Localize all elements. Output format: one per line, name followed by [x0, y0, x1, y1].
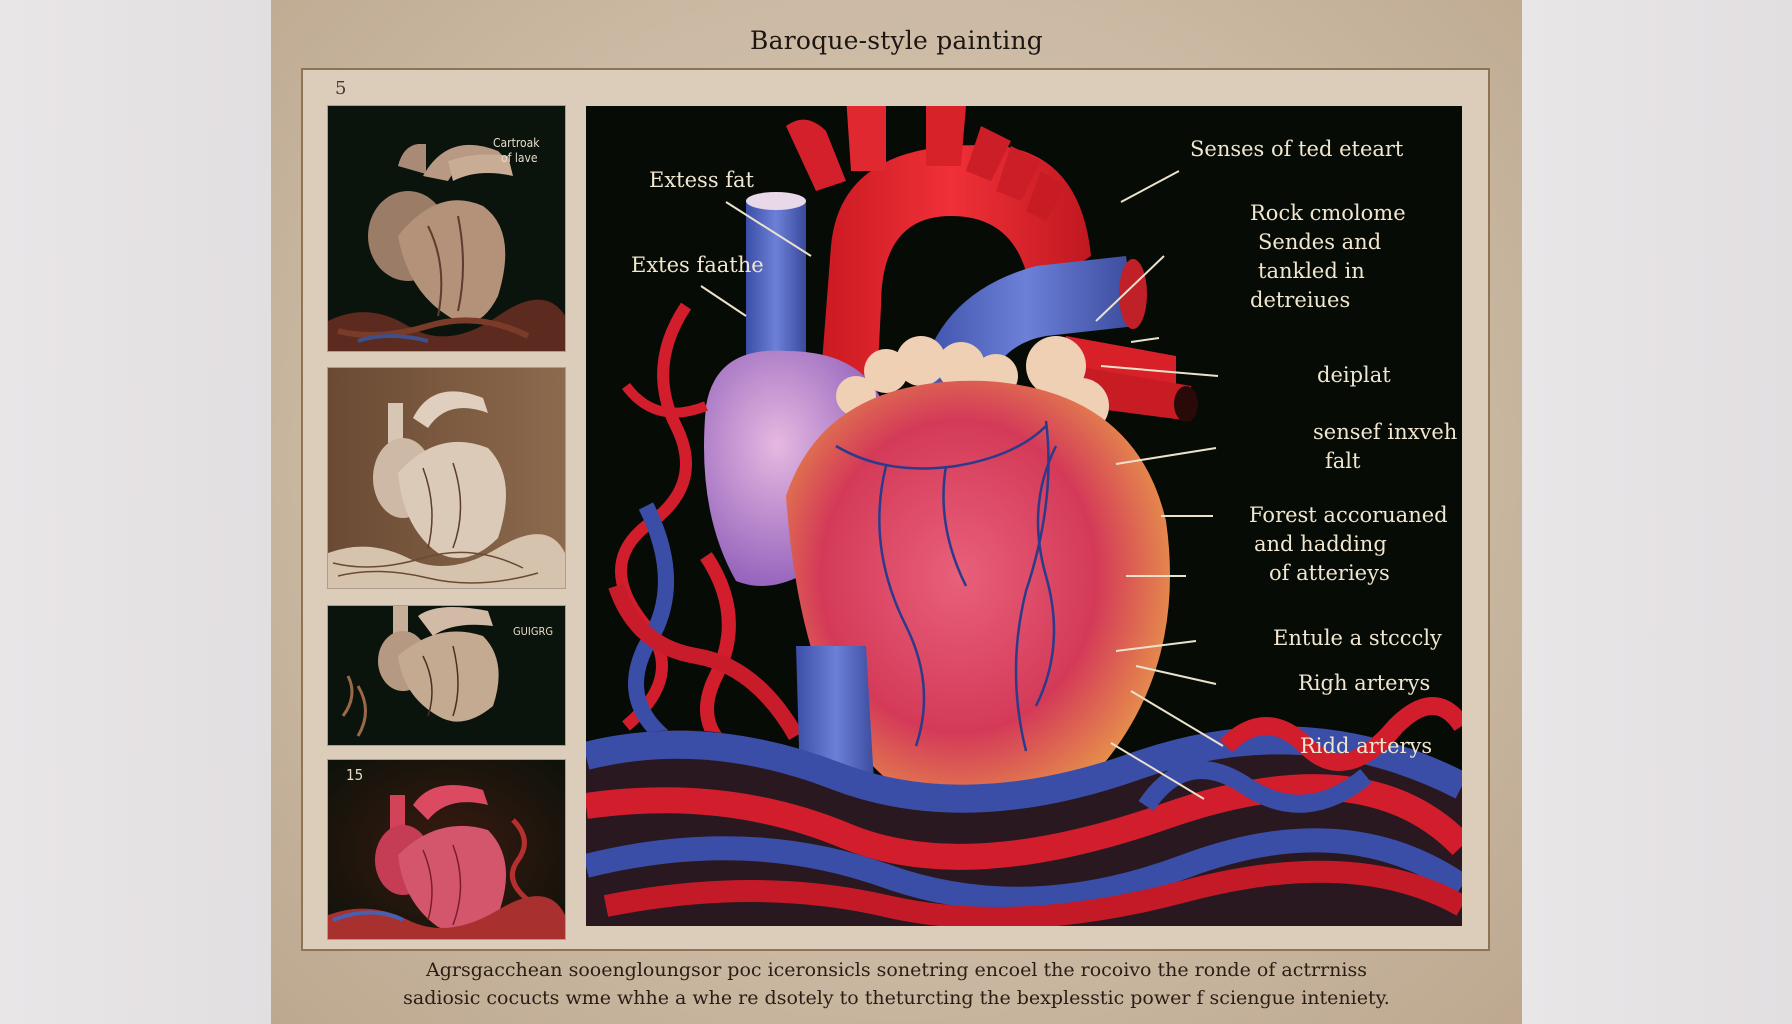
poster-sheet: Baroque-style painting 5 Cartroak of lav… [271, 0, 1522, 1024]
caption: Agrsgacchean sooengloungsor poc iceronsi… [271, 956, 1522, 1012]
thumbnail-1-label: Cartroak of lave [493, 136, 540, 165]
page-title: Baroque-style painting [750, 26, 1043, 55]
outer-background-left [0, 0, 271, 1024]
thumbnail-3-label: GUIGRG [513, 625, 554, 638]
callout-sensef-inxveh: sensef inxveh falt [1313, 420, 1458, 473]
callout-extess-fat: Extess fat [649, 168, 754, 192]
heart-engraving-icon [328, 368, 565, 588]
frame-mark: 5 [335, 78, 347, 99]
callout-entule-a-stcccly: Entule a stcccly [1273, 626, 1442, 650]
callout-rock-cmolome: Rock cmolome Sendes and tankled in detre… [1250, 201, 1406, 312]
main-painting[interactable]: Extess fat Extes faathe Senses of ted et… [586, 106, 1462, 926]
heart-sepia-icon [328, 106, 565, 351]
callout-extes-faathe: Extes faathe [631, 253, 764, 277]
thumbnail-1[interactable]: Cartroak of lave [328, 106, 565, 351]
thumbnail-2[interactable] [328, 368, 565, 588]
callout-forest-accoruaned: Forest accoruaned and hadding of atterie… [1249, 503, 1448, 585]
caption-line-1: Agrsgacchean sooengloungsor poc iceronsi… [426, 959, 1367, 981]
thumbnail-4-label: 15 [346, 766, 364, 784]
outer-background-right [1522, 0, 1792, 1024]
heart-red-icon [328, 760, 565, 939]
inner-frame: 5 Cartroak of lave [301, 68, 1490, 951]
anatomical-heart-illustration [586, 106, 1462, 926]
thumbnail-3[interactable]: GUIGRG [328, 606, 565, 745]
thumbnail-4[interactable]: 15 [328, 760, 565, 939]
caption-line-2: sadiosic cocucts wme whhe a whe re dsote… [403, 987, 1390, 1009]
callout-deiplat: deiplat [1317, 363, 1391, 387]
callout-senses-of-ted-eteart: Senses of ted eteart [1190, 137, 1404, 161]
heart-sepia-icon [328, 606, 565, 745]
callout-ridd-arterys: Ridd arterys [1300, 734, 1433, 758]
callout-righ-arterys: Righ arterys [1298, 671, 1431, 695]
